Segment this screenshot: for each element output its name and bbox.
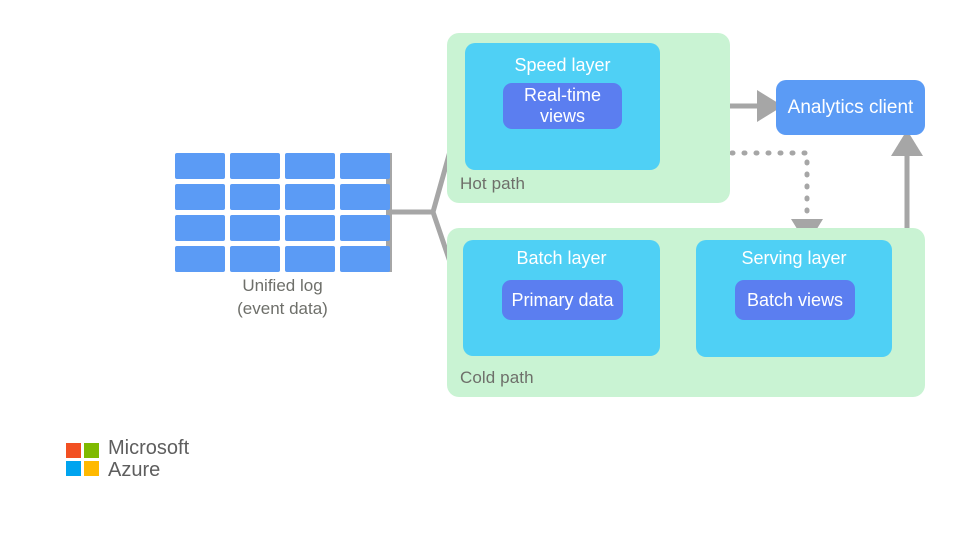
batch-views-box[interactable]: Batch views (735, 280, 855, 320)
analytics-client-label: Analytics client (787, 96, 914, 118)
log-cell (340, 184, 390, 210)
analytics-client-box[interactable]: Analytics client (776, 80, 925, 135)
log-cell (285, 246, 335, 272)
log-cell (230, 246, 280, 272)
unified-log-caption-line2: (event data) (237, 299, 328, 318)
log-cell (230, 153, 280, 179)
log-cell (340, 215, 390, 241)
log-cell (285, 184, 335, 210)
log-cell (175, 184, 225, 210)
log-cell (285, 215, 335, 241)
brand-line-microsoft: Microsoft (108, 437, 190, 459)
microsoft-azure-logo: Microsoft Azure (66, 437, 189, 481)
log-cell (175, 215, 225, 241)
hot-path-label: Hot path (460, 174, 526, 193)
brand-line-azure: Azure (108, 459, 161, 481)
square-green-icon (84, 442, 99, 458)
batch-layer-title: Batch layer (516, 248, 607, 268)
log-cell (175, 246, 225, 272)
serving-layer-title: Serving layer (741, 248, 847, 268)
log-cell (285, 153, 335, 179)
unified-log-caption: Unified log (event data) (175, 274, 390, 320)
microsoft-logo-icon (66, 442, 99, 476)
real-time-views-box[interactable]: Real-time views (503, 83, 622, 129)
log-cell (175, 153, 225, 179)
primary-data-label: Primary data (511, 289, 614, 310)
primary-data-box[interactable]: Primary data (502, 280, 623, 320)
square-yellow-icon (84, 460, 99, 476)
square-red-icon (66, 442, 81, 458)
unified-log-grid (175, 153, 390, 272)
log-cell (340, 246, 390, 272)
speed-layer-title: Speed layer (514, 55, 611, 75)
batch-layer-box[interactable]: Batch layer (463, 240, 660, 356)
cold-path-label: Cold path (460, 368, 534, 387)
real-time-views-label-line1: Real-time (523, 85, 602, 105)
log-cell (230, 215, 280, 241)
azure-wordmark: Microsoft Azure (108, 437, 189, 481)
square-blue-icon (66, 460, 81, 476)
real-time-views-label-line2: views (539, 106, 585, 126)
unified-log-caption-line1: Unified log (242, 276, 323, 295)
log-cell (230, 184, 280, 210)
batch-views-label: Batch views (746, 289, 844, 310)
log-cell (340, 153, 390, 179)
